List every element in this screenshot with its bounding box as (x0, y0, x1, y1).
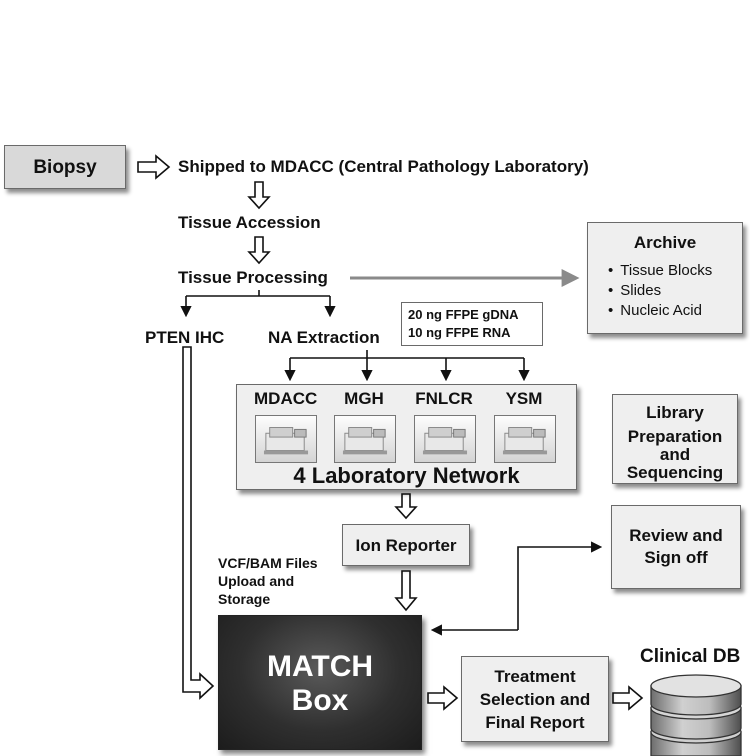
library-prep-line4: Sequencing (626, 463, 724, 482)
lab-name: FNLCR (415, 389, 473, 408)
shipped-label: Shipped to MDACC (Central Pathology Labo… (178, 157, 589, 176)
review-signoff-box: Review and Sign off (611, 505, 741, 589)
input-amount-dna: 20 ng FFPE gDNA (408, 307, 519, 322)
treatment-line1: Treatment (494, 667, 576, 686)
input-amount-rna: 10 ng FFPE RNA (408, 325, 511, 340)
archive-list: Tissue Blocks Slides Nucleic Acid (608, 261, 712, 321)
na-extraction-label: NA Extraction (268, 328, 380, 347)
archive-item: Tissue Blocks (608, 261, 712, 281)
vcf-line1: VCF/BAM Files (218, 555, 318, 571)
biopsy-box: Biopsy (4, 145, 126, 189)
ion-reporter-box: Ion Reporter (342, 524, 470, 566)
archive-title: Archive (633, 233, 697, 252)
library-prep-line3: and (659, 445, 691, 464)
arrow-match-to-treatment (427, 685, 459, 711)
sequencer-image (334, 415, 396, 463)
connector-processing-split (186, 290, 330, 297)
archive-item: Nucleic Acid (608, 301, 712, 321)
connector-review-match (517, 541, 603, 630)
review-line2: Sign off (644, 548, 708, 567)
network-label: 4 Laboratory Network (293, 463, 520, 488)
match-box: MATCH Box (218, 615, 422, 750)
match-line1: MATCH (266, 650, 374, 683)
treatment-line3: Final Report (485, 713, 585, 732)
ion-reporter-label: Ion Reporter (355, 536, 457, 555)
lab-name: MDACC (254, 389, 318, 408)
database-icon (650, 674, 742, 756)
arrow-accession-to-processing (247, 236, 271, 265)
arrow-pten-to-match (182, 346, 215, 700)
review-line1: Review and (629, 526, 723, 545)
lab-name: YSM (505, 389, 543, 408)
arrow-shipped-to-accession (247, 181, 271, 210)
treatment-line2: Selection and (479, 690, 591, 709)
archive-box: Archive Tissue Blocks Slides Nucleic Aci… (587, 222, 743, 334)
arrow-treatment-to-db (612, 685, 644, 711)
library-prep-box: Library Preparation and Sequencing (612, 394, 738, 484)
laboratory-network-box: MDACC MGH FNLCR YSM 4 Laboratory Network (236, 384, 577, 490)
tissue-processing-label: Tissue Processing (178, 268, 328, 287)
treatment-box: Treatment Selection and Final Report (461, 656, 609, 742)
library-prep-line2: Preparation (627, 427, 723, 446)
connector-na-to-labs (290, 350, 446, 359)
biopsy-label: Biopsy (33, 157, 97, 178)
arrow-biopsy-to-shipped (137, 154, 171, 180)
arrow-ion-to-match (394, 570, 418, 612)
match-line2: Box (291, 684, 349, 717)
vcf-line2: Upload and (218, 573, 295, 589)
tissue-accession-label: Tissue Accession (178, 213, 321, 232)
arrow-network-to-ion (394, 493, 418, 520)
sequencer-image (414, 415, 476, 463)
sequencer-image (255, 415, 317, 463)
archive-item: Slides (608, 281, 712, 301)
vcf-line3: Storage (218, 591, 271, 607)
sequencer-image (494, 415, 556, 463)
library-prep-line1: Library (646, 403, 704, 422)
input-amounts-box: 20 ng FFPE gDNA 10 ng FFPE RNA (401, 302, 543, 346)
clinical-db-label: Clinical DB (640, 646, 741, 667)
pten-ihc-label: PTEN IHC (145, 328, 225, 347)
lab-name: MGH (344, 389, 384, 408)
